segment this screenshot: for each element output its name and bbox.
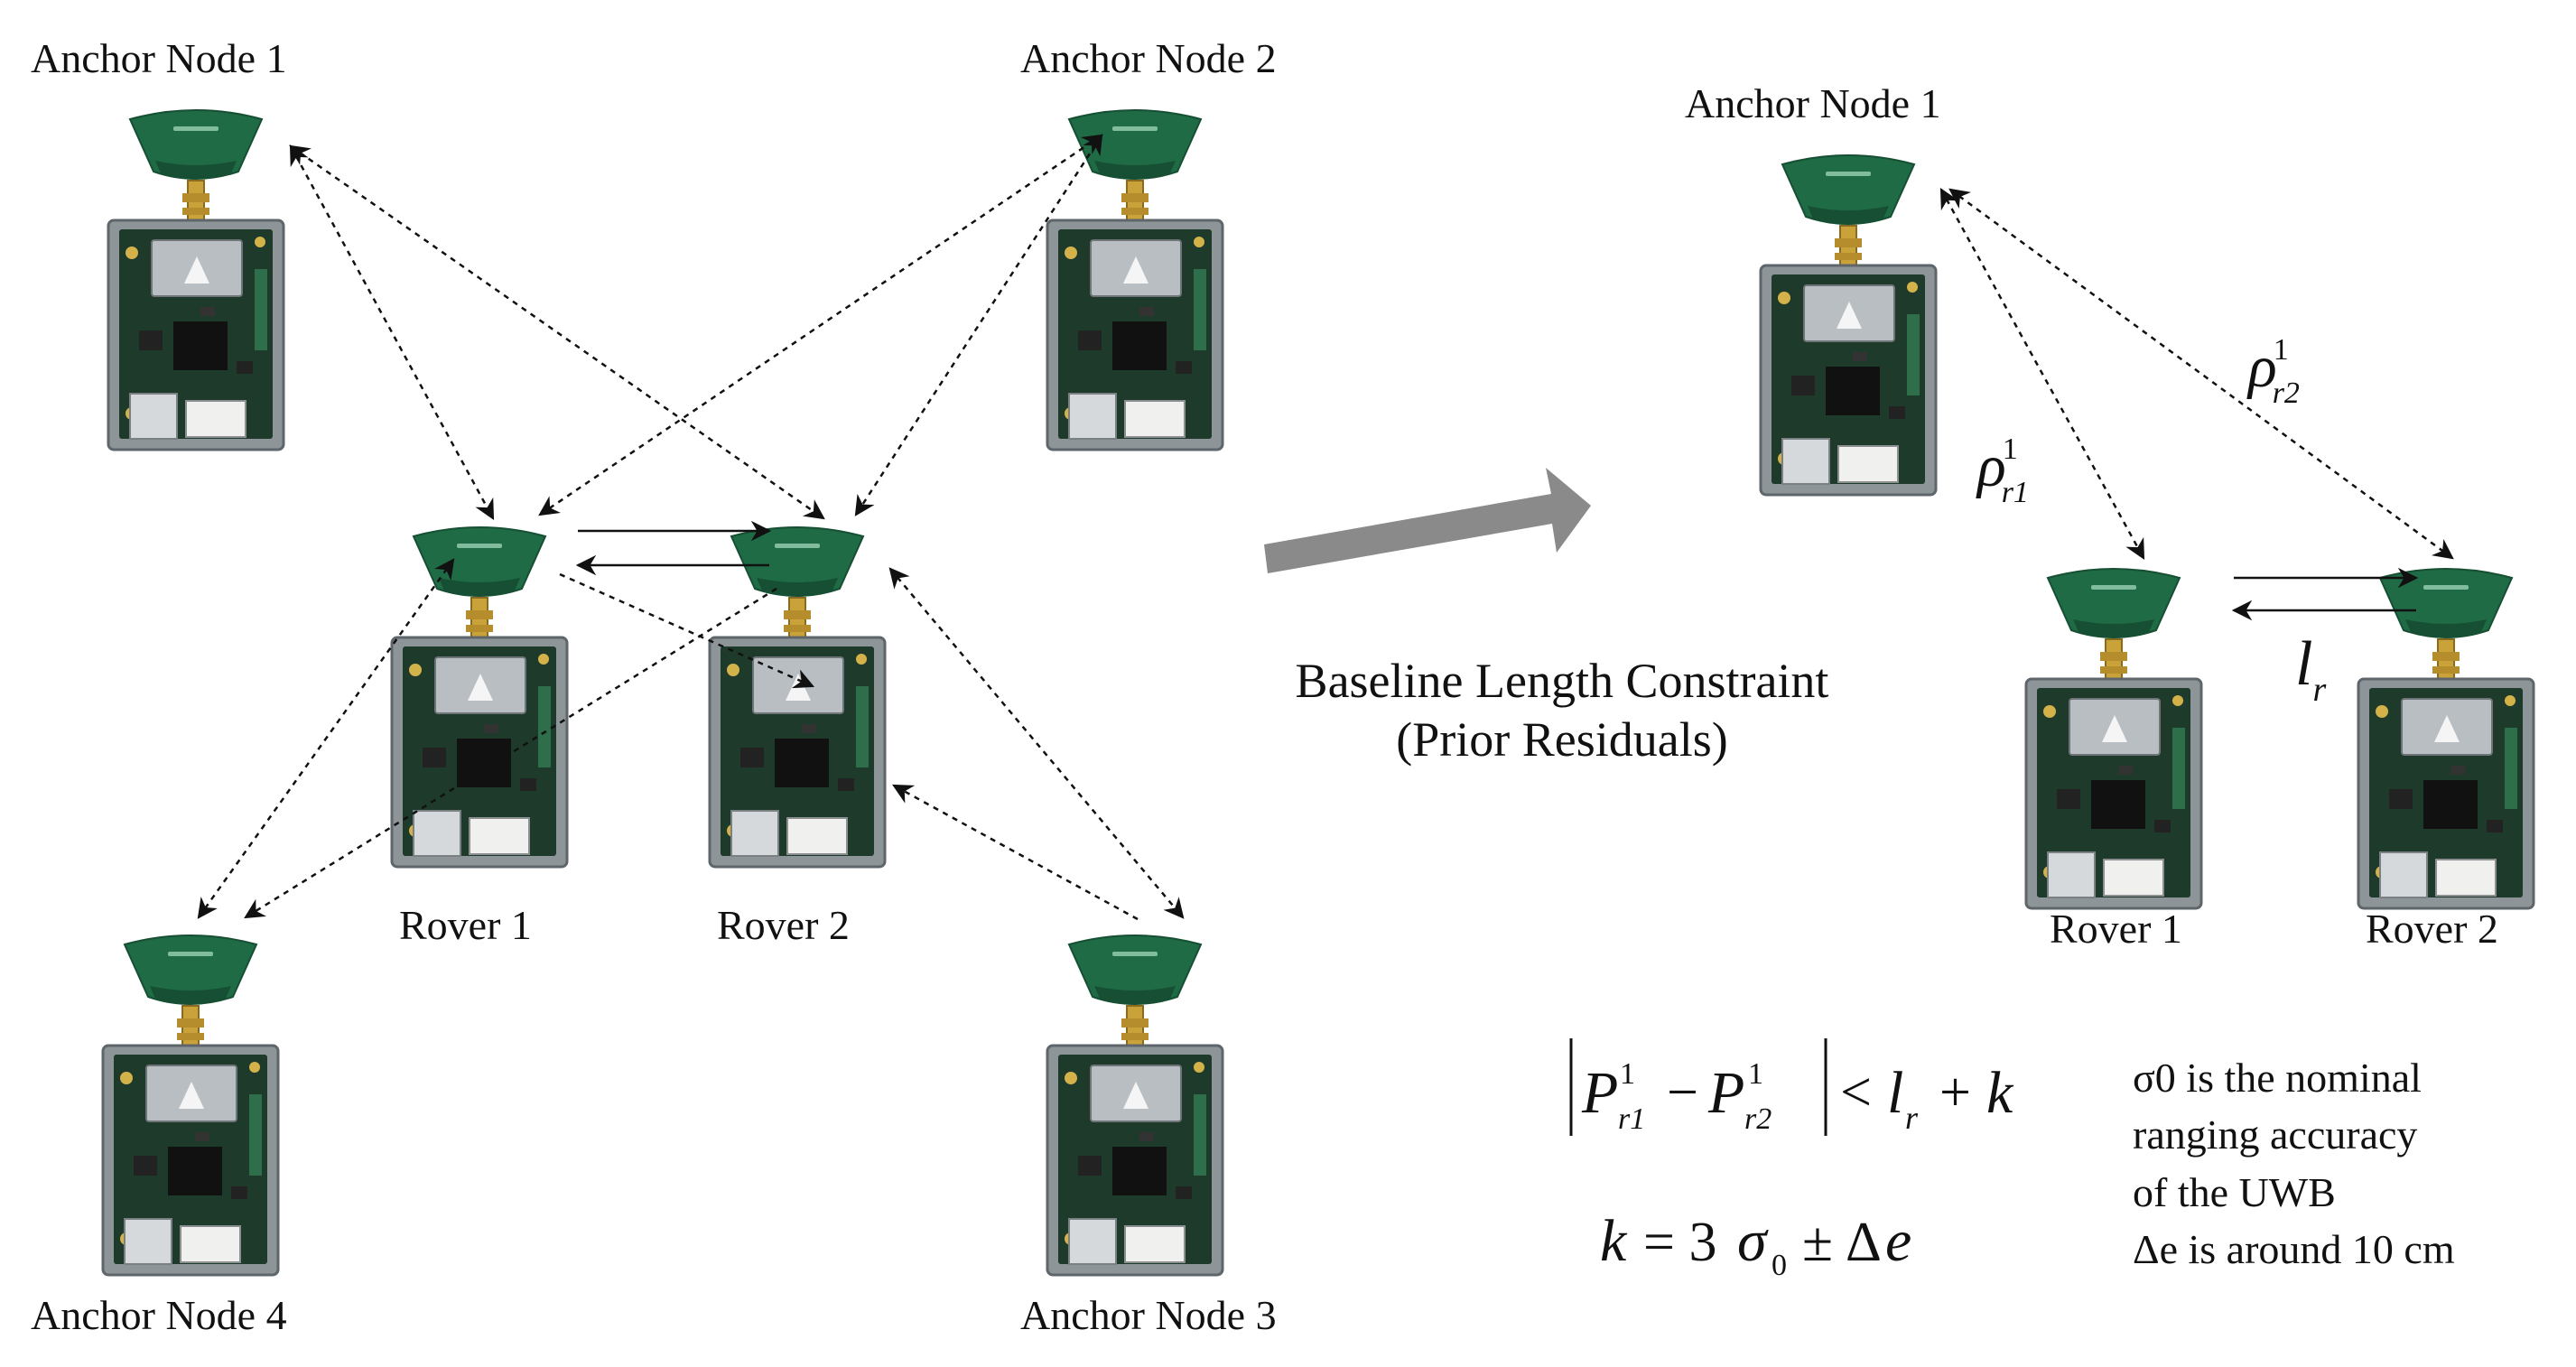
transition-arrow (1264, 468, 1591, 573)
baseline-caption: Baseline Length Constraint (Prior Residu… (1201, 652, 1923, 769)
note-line-3: of the UWB (2133, 1168, 2336, 1215)
anchor-node-2-device (1046, 108, 1224, 451)
link-rover2-anchor3 (888, 567, 1185, 919)
link-rover1-anchor4 (197, 558, 455, 919)
svg-text:k: k (1600, 1208, 1628, 1274)
svg-text:P: P (1707, 1060, 1744, 1126)
svg-text:±: ± (1802, 1212, 1833, 1273)
svg-text:k: k (1986, 1060, 2014, 1126)
svg-text:+: + (1939, 1062, 1971, 1123)
anchor-node-4-label: Anchor Node 4 (31, 1292, 287, 1338)
equation-constraint: P 1 r1 − P 1 r2 < l r + k (1569, 1038, 2014, 1136)
svg-text:Δ: Δ (1846, 1212, 1882, 1273)
svg-text:r2: r2 (1744, 1102, 1772, 1136)
svg-text:l: l (1887, 1060, 1903, 1126)
equation-k: k = 3 σ 0 ± Δ e (1600, 1208, 1911, 1282)
svg-text:r: r (1905, 1100, 1919, 1136)
svg-text:e: e (1885, 1208, 1911, 1274)
svg-text:r1: r1 (1618, 1102, 1645, 1136)
rover-1-device (390, 525, 569, 869)
link-anchor2-rover1-lower (559, 572, 815, 689)
svg-text:P: P (1581, 1060, 1618, 1126)
link-anchor1-rover1 (289, 144, 495, 520)
right-rover-2-device (2357, 567, 2535, 910)
note-line-2: ranging accuracy (2133, 1111, 2418, 1158)
right-rover-2-label: Rover 2 (2366, 906, 2498, 952)
rover-2-label: Rover 2 (717, 902, 850, 948)
link-anchor1-rover2 (289, 144, 825, 520)
svg-text:−: − (1667, 1062, 1698, 1123)
right-rover-1-device (2024, 567, 2203, 910)
rover-1-label: Rover 1 (399, 902, 532, 948)
anchor-node-3-label: Anchor Node 3 (1020, 1292, 1277, 1338)
svg-text:1: 1 (1748, 1057, 1763, 1091)
note-line-1: σ0 is the nominal (2133, 1055, 2422, 1101)
rover-2-device (708, 525, 887, 869)
arrows-layer (197, 134, 2454, 921)
caption-line-2: (Prior Residuals) (1396, 711, 1728, 767)
anchor-node-1-label: Anchor Node 1 (31, 35, 287, 81)
link-anchor2-rover1 (538, 134, 1103, 516)
notes-block: σ0 is the nominal ranging accuracy of th… (2133, 1049, 2455, 1279)
anchor-node-1-device (107, 108, 285, 451)
baseline-lr-label: lr (2295, 629, 2326, 709)
svg-text:1: 1 (1620, 1057, 1635, 1091)
svg-text:= 3: = 3 (1643, 1212, 1716, 1273)
link-anchor3-rover2 (892, 784, 1139, 921)
right-rover-1-label: Rover 1 (2050, 906, 2182, 952)
note-line-4: Δe is around 10 cm (2133, 1226, 2455, 1273)
caption-line-1: Baseline Length Constraint (1295, 654, 1829, 708)
right-link-anchor-rover1 (1939, 188, 2145, 560)
svg-text:0: 0 (1772, 1249, 1787, 1282)
right-anchor-node-1-device (1759, 153, 1938, 497)
right-anchor-node-1-label: Anchor Node 1 (1685, 80, 1941, 126)
link-rover2-anchor4 (244, 587, 777, 919)
anchor-node-3-device (1046, 934, 1224, 1277)
anchor-node-4-device (101, 934, 280, 1277)
anchor-node-2-label: Anchor Node 2 (1020, 35, 1277, 81)
svg-text:<: < (1840, 1062, 1872, 1123)
svg-text:σ: σ (1737, 1208, 1769, 1274)
